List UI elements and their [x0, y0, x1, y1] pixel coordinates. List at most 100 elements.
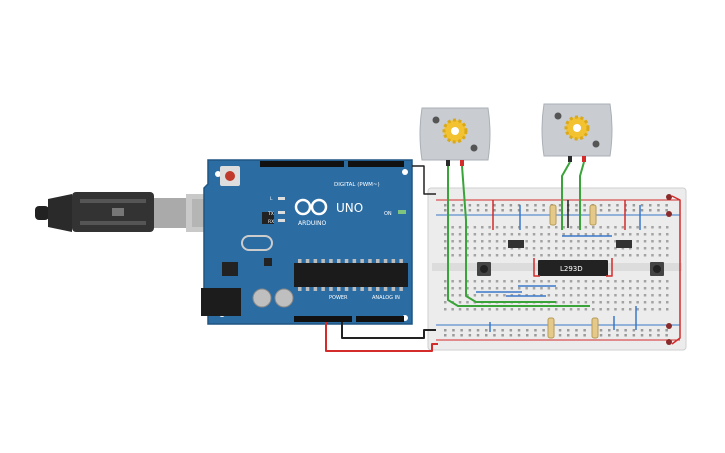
breadboard-hole [503, 233, 506, 236]
breadboard-hole [476, 329, 480, 332]
tx-led-label: TX [267, 211, 274, 217]
arduino-uno-board[interactable]: ARDUINO UNO DIGITAL (PWM~) ON L TX RX PO… [201, 159, 413, 325]
breadboard-hole [569, 294, 573, 297]
chip-pin [376, 259, 380, 263]
wire-internal[interactable] [606, 258, 613, 277]
slide-switch-left[interactable] [508, 240, 524, 248]
reset-button-cap[interactable] [225, 171, 235, 181]
wire-rail-right[interactable] [671, 195, 681, 345]
breadboard-hole [657, 334, 660, 337]
breadboard-hole [629, 254, 632, 257]
model-label: UNO [336, 201, 363, 215]
breadboard-hole [493, 204, 496, 207]
dc-motor-left[interactable] [419, 107, 491, 166]
breadboard-hole [466, 308, 469, 311]
chip-pin [344, 259, 349, 263]
power-header[interactable] [294, 316, 352, 322]
wire-5v[interactable] [325, 322, 438, 352]
breadboard-hole [444, 301, 447, 304]
breadboard-hole [540, 240, 543, 243]
breadboard-hole [542, 329, 545, 332]
dc-motor-right[interactable] [541, 103, 613, 162]
breadboard-hole [629, 294, 632, 297]
breadboard-hole [599, 301, 602, 304]
power-jack[interactable] [201, 288, 241, 316]
breadboard-hole [584, 308, 588, 311]
breadboard-hole [517, 334, 521, 337]
resistor[interactable] [549, 204, 557, 226]
resistor[interactable] [547, 317, 555, 339]
l-led-label: L [270, 196, 273, 202]
wire-motor-right-a[interactable] [561, 161, 571, 230]
wire-motor-right-b[interactable] [579, 161, 585, 230]
chip-pin [305, 259, 310, 263]
digital-header-right[interactable] [348, 161, 404, 167]
breadboard-hole [518, 287, 521, 290]
chip-pin [337, 259, 341, 263]
breadboard-hole [577, 247, 580, 250]
breadboard-hole [583, 204, 586, 207]
breadboard-hole [458, 308, 462, 311]
breadboard-hole [542, 209, 545, 212]
breadboard-hole [473, 226, 477, 229]
breadboard-hole [651, 254, 654, 257]
analog-header[interactable] [356, 316, 404, 322]
resistor[interactable] [589, 204, 597, 226]
breadboard-hole [577, 226, 580, 229]
breadboard-hole [488, 233, 491, 236]
breadboard-hole [555, 287, 558, 290]
breadboard-hole [555, 240, 558, 243]
breadboard-hole [481, 254, 484, 257]
breadboard-hole [468, 334, 472, 337]
breadboard-hole [658, 233, 662, 236]
motor-terminal-red [582, 156, 586, 162]
breadboard-hole [666, 301, 669, 304]
breadboard-hole [444, 247, 447, 250]
wire-internal[interactable] [533, 258, 540, 277]
breadboard-hole [614, 247, 617, 250]
breadboard-hole [584, 301, 588, 304]
breadboard-hole [460, 204, 463, 207]
chip-pin [305, 287, 310, 291]
breadboard-hole [569, 287, 573, 290]
breadboard-hole [485, 334, 488, 337]
breadboard-hole [629, 280, 632, 283]
breadboard-hole [592, 247, 595, 250]
breadboard-hole [495, 308, 499, 311]
breadboard-hole [636, 233, 639, 236]
breadboard-hole [501, 334, 504, 337]
breadboard-hole [540, 233, 543, 236]
breadboard-hole [562, 240, 565, 243]
wire-motor-left-a[interactable] [447, 166, 590, 307]
breadboard-hole [599, 329, 603, 332]
breadboard-hole [657, 209, 660, 212]
breadboard-hole [488, 226, 491, 229]
breadboard-hole [575, 209, 578, 212]
breadboard-hole [493, 209, 496, 212]
breadboard-hole [621, 294, 625, 297]
wire-gnd[interactable] [341, 322, 436, 339]
breadboard-hole [473, 254, 477, 257]
resistor[interactable] [591, 317, 599, 339]
breadboard-hole [599, 254, 602, 257]
breadboard-hole [629, 233, 632, 236]
breadboard-hole [444, 240, 447, 243]
digital-header-left[interactable] [260, 161, 344, 167]
breadboard-hole [584, 280, 588, 283]
breadboard-hole [584, 287, 588, 290]
breadboard-hole [569, 240, 573, 243]
breadboard-hole [481, 247, 484, 250]
breadboard-hole [452, 329, 455, 332]
breadboard-hole [558, 334, 562, 337]
slide-switch-right[interactable] [616, 240, 632, 248]
wires [325, 161, 681, 352]
wire-digital[interactable] [412, 165, 436, 195]
breadboard-hole [584, 240, 588, 243]
l293d-chip[interactable]: L293D [538, 260, 608, 276]
breadboard-hole [476, 334, 480, 337]
breadboard-hole [518, 254, 521, 257]
wire-motor-left-b[interactable] [461, 165, 556, 303]
breadboard-hole [495, 254, 499, 257]
breadboard-hole [608, 204, 611, 207]
breadboard-hole [629, 301, 632, 304]
